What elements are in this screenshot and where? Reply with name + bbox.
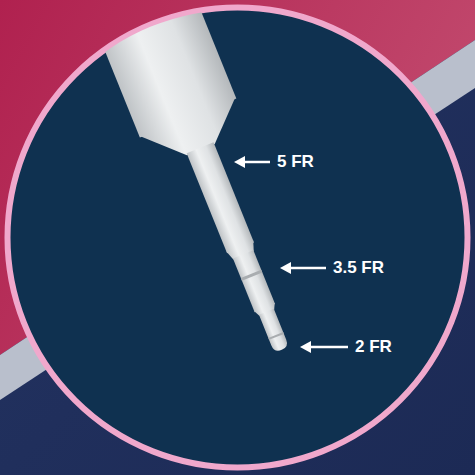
circle-frame <box>8 8 468 468</box>
size-label: 2 FR <box>355 337 392 357</box>
catheter <box>75 0 330 369</box>
size-label: 5 FR <box>277 152 314 172</box>
size-label: 3.5 FR <box>333 258 384 278</box>
leader-arrows <box>234 156 348 353</box>
